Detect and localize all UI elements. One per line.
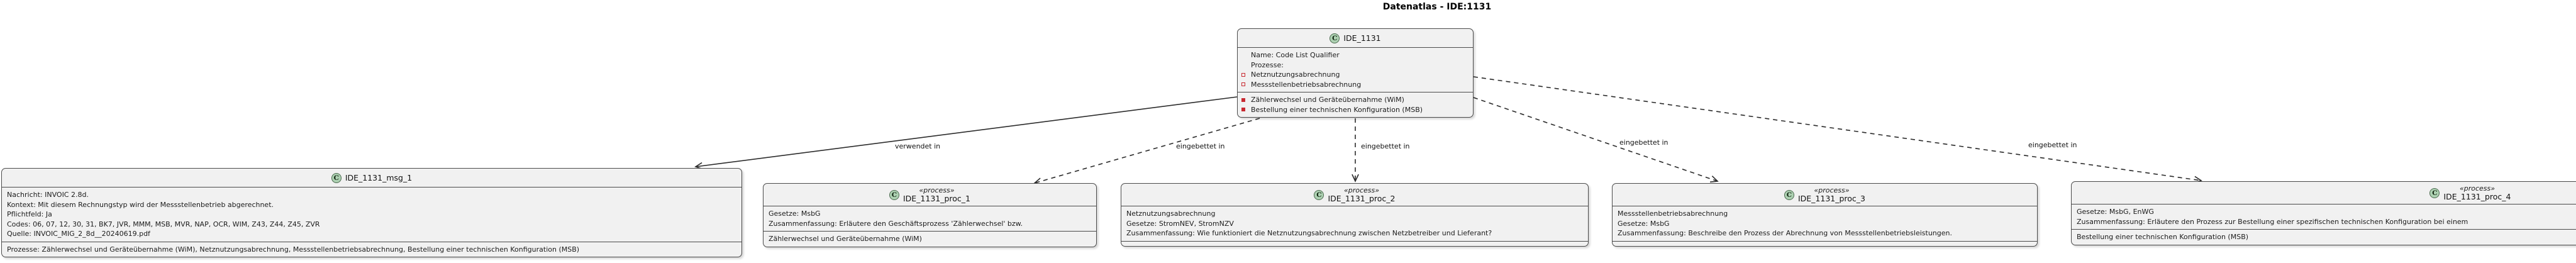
field-line: Zusammenfassung: Erläutere den Geschäfts… (769, 219, 1023, 228)
class-circle-icon: C (2429, 187, 2440, 198)
class-circle-icon: C (1314, 189, 1324, 200)
field-line: Gesetze: MsbG (769, 210, 821, 218)
class-ide-1131-header: C IDE_1131 (1238, 29, 1473, 48)
edge-eingebettet-in-proc-2 (1352, 118, 1359, 182)
method-line: Bestellung einer technischen Konfigurati… (2077, 233, 2249, 241)
class-circle-icon: C (1330, 33, 1340, 43)
fields-compartment: Messstellenbetriebsabrechnung Gesetze: M… (1613, 206, 2037, 241)
field-line: Gesetze: MsbG, EnWG (2077, 208, 2154, 216)
edge-label-eingebettet-in-proc-3: eingebettet in (1619, 138, 1668, 147)
class-ide-1131-proc-2: C «process» IDE_1131_proc_2 Netznutzungs… (1121, 183, 1589, 247)
field-line: Gesetze: MsbG (1618, 219, 1670, 228)
edge-label-eingebettet-in-proc-1: eingebettet in (1176, 142, 1225, 150)
field-line: Netznutzungsabrechnung (1241, 70, 1468, 80)
edge-label-eingebettet-in-proc-4: eingebettet in (2028, 141, 2077, 149)
class-ide-1131: C IDE_1131 Name: Code List Qualifier Pro… (1237, 28, 1474, 118)
method-line: Prozesse: Zählerwechsel und Geräteüberna… (7, 245, 580, 254)
class-name: IDE_1131_proc_1 (902, 193, 971, 203)
methods-compartment: Zählerwechsel und Geräteübernahme (WiM) … (1238, 92, 1473, 117)
class-circle-icon: C (331, 172, 341, 183)
class-proc-3-header: C «process» IDE_1131_proc_3 (1613, 184, 2037, 206)
field-line: Zusammenfassung: Wie funktioniert die Ne… (1126, 229, 1492, 237)
class-stereotype: «process» (1343, 186, 1380, 194)
class-circle-icon: C (1784, 189, 1794, 200)
method-line: Zählerwechsel und Geräteübernahme (WiM) (1241, 95, 1468, 105)
field-line: Zusammenfassung: Erläutere den Prozess z… (2077, 217, 2468, 226)
methods-compartment-empty (1121, 240, 1588, 246)
class-name: IDE_1131_proc_3 (1797, 193, 1866, 203)
private-field-icon (1241, 72, 1245, 77)
field-line: Messstellenbetriebsabrechnung (1618, 210, 1728, 218)
field-line: Netznutzungsabrechnung (1126, 210, 1216, 218)
field-line: Gesetze: StromNEV, StromNZV (1126, 219, 1234, 228)
field-line: Name: Code List Qualifier (1251, 51, 1340, 59)
class-stereotype: «process» (919, 186, 955, 194)
edge-eingebettet-in-proc-1 (1033, 118, 1260, 185)
class-name: IDE_1131_proc_2 (1328, 193, 1396, 203)
field-line: Messstellenbetriebsabrechnung (1241, 80, 1468, 90)
field-line: Quelle: INVOIC_MIG_2_8d__20240619.pdf (7, 230, 150, 238)
class-ide-1131-proc-1: C «process» IDE_1131_proc_1 Gesetze: Msb… (763, 183, 1097, 247)
fields-compartment: Gesetze: MsbG, EnWG Zusammenfassung: Erl… (2072, 204, 2576, 229)
field-line: Nachricht: INVOIC 2.8d. (7, 191, 89, 199)
class-circle-icon: C (889, 189, 899, 200)
methods-compartment: Prozesse: Zählerwechsel und Geräteüberna… (2, 241, 741, 257)
field-line: Prozesse: (1251, 60, 1284, 69)
field-line: Pflichtfeld: Ja (7, 210, 52, 218)
edge-eingebettet-in-proc-3 (1473, 97, 1719, 183)
class-proc-2-header: C «process» IDE_1131_proc_2 (1121, 184, 1588, 206)
fields-compartment: Netznutzungsabrechnung Gesetze: StromNEV… (1121, 206, 1588, 241)
class-proc-1-header: C «process» IDE_1131_proc_1 (763, 184, 1096, 206)
field-line: Kontext: Mit diesem Rechnungstyp wird de… (7, 200, 274, 209)
class-ide-1131-msg-1: C IDE_1131_msg_1 Nachricht: INVOIC 2.8d.… (1, 168, 742, 257)
edge-label-eingebettet-in-proc-2: eingebettet in (1361, 142, 1410, 150)
private-method-icon (1241, 108, 1245, 111)
class-name: IDE_1131 (1343, 33, 1381, 43)
field-line: Zusammenfassung: Beschreibe den Prozess … (1618, 229, 1952, 237)
methods-compartment-empty (1613, 240, 2037, 246)
method-line: Zählerwechsel und Geräteübernahme (WiM) (769, 235, 922, 243)
edge-label-verwendet-in: verwendet in (895, 142, 941, 150)
method-line: Bestellung einer technischen Konfigurati… (1241, 105, 1468, 115)
private-method-icon (1241, 98, 1245, 102)
fields-compartment: Gesetze: MsbG Zusammenfassung: Erläutere… (763, 206, 1096, 231)
class-name: IDE_1131_proc_4 (2443, 191, 2511, 201)
class-name: IDE_1131_msg_1 (345, 173, 413, 182)
class-stereotype: «process» (2459, 184, 2496, 193)
edge-verwendet-in-msg-1 (694, 96, 1238, 170)
class-ide-1131-proc-4: C «process» IDE_1131_proc_4 Gesetze: Msb… (2071, 181, 2576, 245)
private-field-icon (1241, 82, 1245, 86)
class-ide-1131-proc-3: C «process» IDE_1131_proc_3 Messstellenb… (1612, 183, 2038, 247)
class-proc-4-header: C «process» IDE_1131_proc_4 (2072, 182, 2576, 204)
field-line: Codes: 06, 07, 12, 30, 31, BK7, JVR, MMM… (7, 220, 320, 228)
fields-compartment: Name: Code List Qualifier Prozesse: Netz… (1238, 48, 1473, 92)
fields-compartment: Nachricht: INVOIC 2.8d. Kontext: Mit die… (2, 187, 741, 242)
methods-compartment: Bestellung einer technischen Konfigurati… (2072, 229, 2576, 245)
class-msg-1-header: C IDE_1131_msg_1 (2, 169, 741, 187)
diagram-title: Datenatlas - IDE:1131 (1382, 2, 1492, 12)
methods-compartment: Zählerwechsel und Geräteübernahme (WiM) (763, 231, 1096, 247)
edge-eingebettet-in-proc-4 (1473, 76, 2202, 184)
class-stereotype: «process» (1814, 186, 1850, 194)
